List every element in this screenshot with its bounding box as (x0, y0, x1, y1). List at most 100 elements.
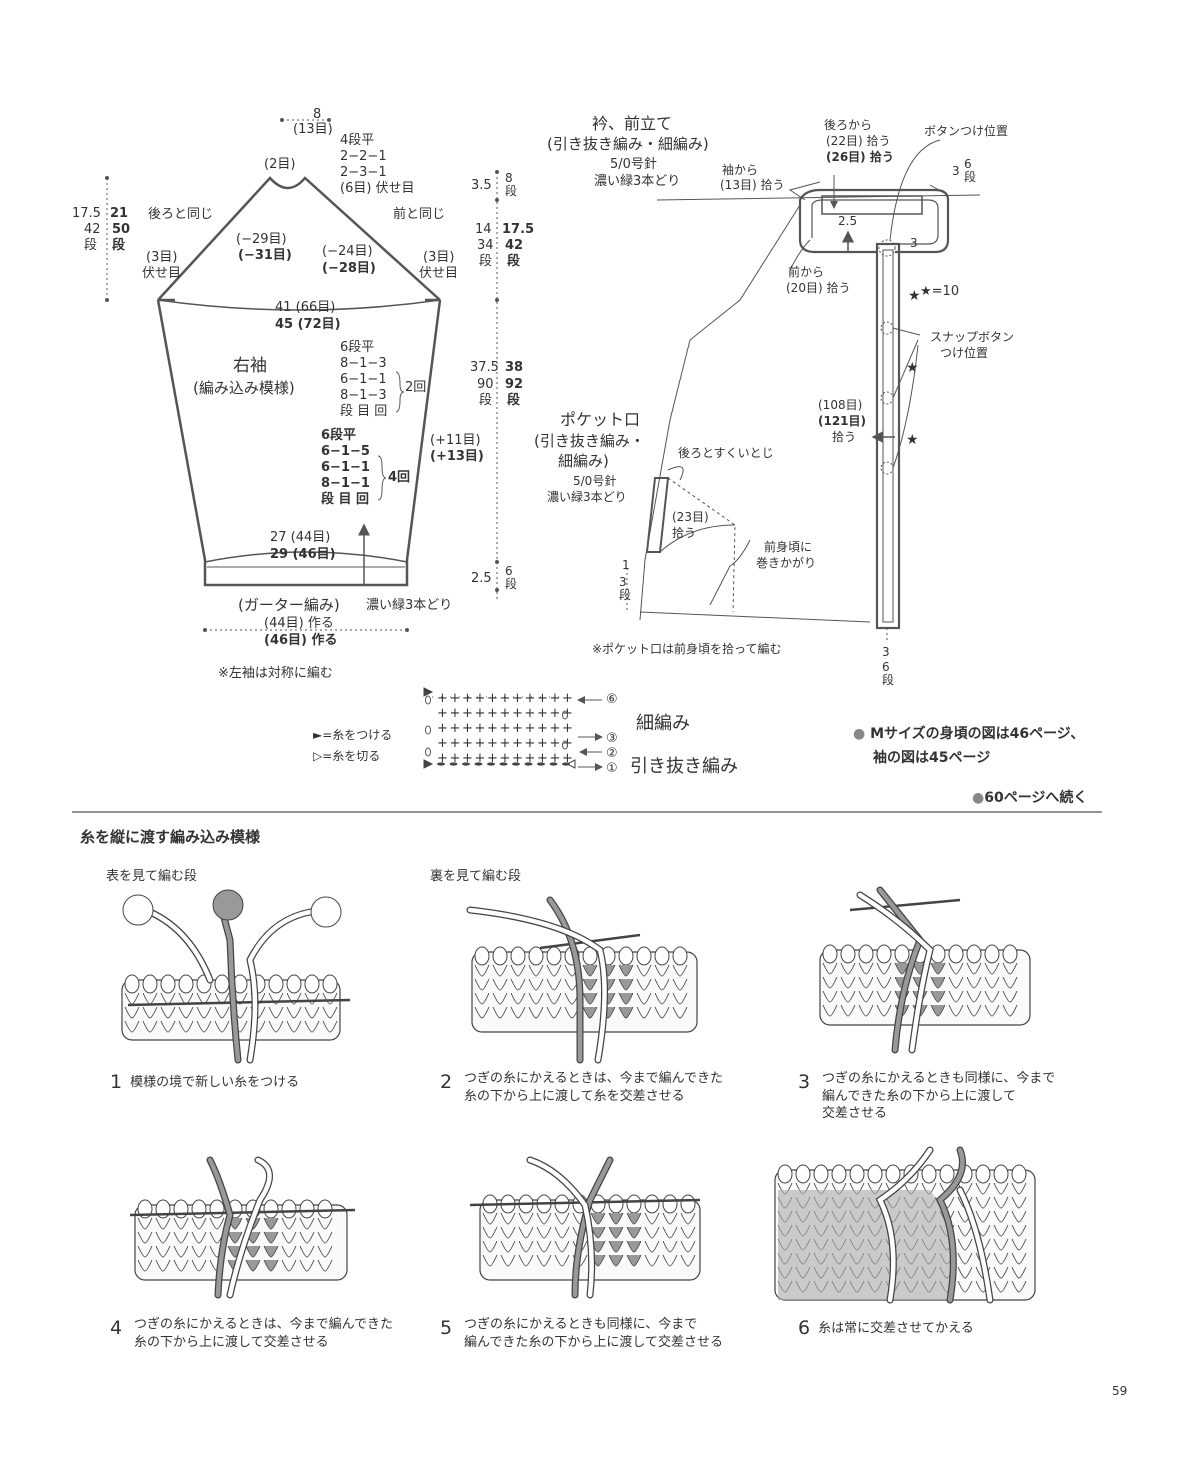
increase-total: (+11目) (430, 433, 481, 448)
sc-symbol: + (500, 721, 511, 736)
yarn-strand (937, 1147, 965, 1303)
sc-symbol: + (475, 706, 486, 721)
cap-rows-bold: 50 (112, 222, 131, 237)
sc-symbol: + (450, 691, 461, 706)
sl-symbol (549, 762, 558, 766)
bullet-icon: ● (972, 790, 985, 806)
yarn-ball-icon (310, 896, 342, 928)
cap-rows-unit: 段 (84, 238, 98, 253)
cap-rows: 42 (84, 222, 101, 237)
snap-label-2: つけ位置 (940, 346, 989, 360)
yarn-ball-icon (212, 889, 244, 921)
left-bindoff: 伏せ目 (142, 266, 182, 281)
sc-symbol: + (550, 706, 561, 721)
chain-symbol (562, 740, 568, 750)
sc-symbol: + (500, 736, 511, 751)
inc1-row5: 段 目 回 (340, 404, 388, 419)
star-marks: ★ ★ ★ (906, 288, 921, 448)
sc-symbol: + (500, 706, 511, 721)
pocket-sub-2: 細編み) (558, 452, 609, 470)
yarn-strand (247, 909, 313, 1063)
sc-symbol: + (512, 706, 523, 721)
sc-symbol: + (475, 751, 486, 766)
pocket-title: ポケット口 (560, 410, 641, 429)
svg-text:★: ★ (908, 288, 921, 304)
inc2-row1: 6段平 (321, 428, 357, 443)
sc-symbol: + (512, 736, 523, 751)
sl-symbol (437, 762, 445, 766)
inc1-row4: 8−1−3 (340, 388, 387, 403)
right-decrease-bold: (−28目) (322, 261, 376, 276)
band-pick-word: 拾う (832, 430, 857, 444)
cut-mark-icon (565, 759, 576, 769)
yarn-strand (857, 892, 933, 1053)
height-3-unit-bold: 段 (507, 393, 521, 408)
sc-symbol: + (525, 691, 536, 706)
right-bindoff: 伏せ目 (419, 266, 459, 281)
height-2-rows-bold: 42 (505, 238, 524, 253)
yarn-strand (227, 1157, 272, 1298)
sc-symbol: + (462, 721, 473, 736)
band-pick-count: (108目) (818, 398, 863, 412)
sc-symbol: + (562, 691, 573, 706)
sc-symbol: + (537, 706, 548, 721)
sc-symbol: + (550, 736, 561, 751)
pocket-dim-1: 1 (622, 558, 630, 572)
sc-symbol: + (437, 721, 448, 736)
page-number: 59 (1112, 1384, 1128, 1398)
front-pick-count: (20目) 拾う (786, 281, 851, 295)
collar-title: 衿、前立て (592, 114, 673, 133)
step-2-swatch (471, 946, 698, 1033)
sleeve-top-dec-2: 2−2−1 (340, 149, 387, 164)
sl-symbol (524, 762, 533, 766)
pocket-wrap-2: 巻きかがり (756, 556, 817, 570)
pocket-back-sew: 後ろとすくいとじ (678, 446, 774, 460)
sleeve-title: 右袖 (233, 356, 267, 376)
cast-on: (44目) 作る (264, 616, 334, 631)
sc-symbol: + (512, 721, 523, 736)
height-1: 3.5 (471, 178, 492, 193)
sc-symbol: + (487, 706, 498, 721)
sl-symbol (487, 762, 495, 766)
sleeve-top-stitches: (13目) (293, 122, 333, 137)
sc-symbol: + (462, 691, 473, 706)
yarn-strand (146, 908, 214, 984)
sleeve-pick-count: (13目) 拾う (720, 178, 785, 192)
collar-dim-3: 3 (910, 236, 918, 250)
chain-symbol (425, 725, 431, 735)
sc-symbol: + (550, 691, 561, 706)
sc-symbol: + (487, 721, 498, 736)
left-bindoff-count: (3目) (146, 250, 178, 265)
sc-symbol: + (525, 751, 536, 766)
sc-symbol: + (437, 751, 448, 766)
sleeve-width-bold: 45 (72目) (275, 317, 341, 332)
m-size-ref-2: 袖の図は45ページ (873, 750, 991, 766)
yarn-strand (207, 1157, 233, 1298)
height-3-bold: 38 (505, 360, 524, 375)
legend-cut: ▷=糸を切る (313, 749, 381, 763)
chain-symbol (425, 747, 431, 757)
back-rows-label: 裏を見て編む段 (430, 869, 522, 884)
sc-symbol: + (550, 721, 561, 736)
front-pick-label: 前から (788, 265, 825, 279)
cuff-width: 27 (44目) (270, 530, 331, 545)
pocket-yarn: 濃い緑3本どり (547, 490, 627, 504)
front-same-label: 前と同じ (393, 207, 446, 222)
inc2-row2: 6−1−5 (321, 444, 370, 459)
sc-symbol: + (550, 751, 561, 766)
cast-on-bold: (46目) 作る (264, 633, 338, 648)
sc-symbol: + (537, 691, 548, 706)
sc-symbol: + (500, 691, 511, 706)
sleeve-diagram (105, 118, 442, 632)
yarn-ball-icon (122, 894, 154, 926)
left-sleeve-note: ※左袖は対称に編む (218, 666, 333, 681)
height-3-rows-bold: 92 (505, 377, 524, 392)
cuff-width-bold: 29 (46目) (270, 547, 336, 562)
sleeve-top-dec-1: 4段平 (340, 133, 375, 148)
